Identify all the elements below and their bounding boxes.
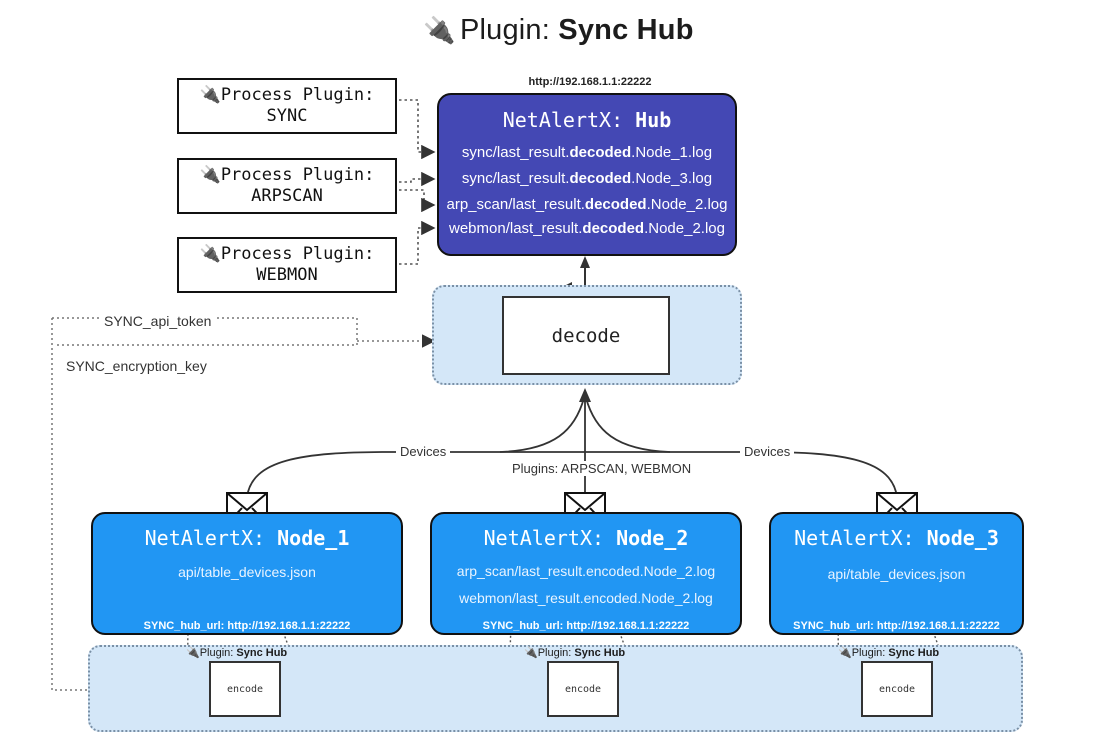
node-3-line-1: api/table_devices.json [827,566,966,582]
node-box-node-3[interactable] [769,512,1024,635]
hub-log-1-post: .Node_1.log [631,144,713,161]
sync-encryption-key-label: SYNC_encryption_key [62,358,211,374]
node-2-line-2: webmon/last_result.encoded.Node_2.log [459,590,713,606]
process-plugin-webmon-label: Process Plugin: [220,243,375,264]
hub-log-2-pre: sync/last_result. [461,170,570,187]
process-plugin-sync-name: SYNC [266,106,308,126]
process-plugin-arpscan[interactable]: 🔌Process Plugin: ARPSCAN [177,158,397,214]
page-title: 🔌Plugin: Sync Hub [0,14,1117,47]
hub-log-4-post: .Node_2.log [644,220,725,237]
encode-2-caption: 🔌Plugin: Sync Hub [524,646,625,659]
node-box-node-1[interactable] [91,512,403,635]
hub-log-3-post: .Node_2.log [646,196,728,213]
encode-3-caption: 🔌Plugin: Sync Hub [838,646,939,659]
process-plugin-arpscan-name: ARPSCAN [251,186,323,206]
hub-title-name: Hub [635,108,672,132]
plug-icon: 🔌 [838,647,852,659]
node-3-title: NetAlertX: Node_3 [769,526,1024,550]
plug-icon: 🔌 [199,164,221,185]
node-1-title-name: Node_1 [277,526,350,550]
hub-log-4-mid: decoded [582,220,645,237]
hub-url-label: http://192.168.1.1:22222 [528,76,652,88]
encode-2-caption-name: Sync Hub [574,647,626,659]
hub-log-3-mid: decoded [584,196,647,213]
encode-box-node-3[interactable]: encode [861,661,933,717]
node-2-title-prefix: NetAlertX: [483,526,605,550]
node-1-hub-url: SYNC_hub_url: http://192.168.1.1:22222 [143,620,351,632]
process-plugin-arpscan-label: Process Plugin: [220,164,375,185]
node-2-title-name: Node_2 [616,526,689,550]
encode-1-caption-prefix: Plugin: [199,647,234,659]
flow-label-devices-left: Devices [396,444,451,459]
encode-box-node-2[interactable]: encode [547,661,619,717]
encode-3-caption-name: Sync Hub [888,647,940,659]
encode-2-caption-prefix: Plugin: [537,647,572,659]
node-3-title-name: Node_3 [926,526,999,550]
hub-log-1-pre: sync/last_result. [461,144,570,161]
node-1-title-prefix: NetAlertX: [144,526,266,550]
hub-log-line-4: webmon/last_result.decoded.Node_2.log [437,220,737,237]
hub-log-line-2: sync/last_result.decoded.Node_3.log [437,170,737,187]
hub-log-4-pre: webmon/last_result. [449,220,583,237]
plug-icon: 🔌 [199,243,221,264]
flow-label-plugins: Plugins: ARPSCAN, WEBMON [508,461,696,476]
plug-icon: 🔌 [199,84,221,105]
node-1-line-1: api/table_devices.json [178,564,316,580]
encode-box-node-1[interactable]: encode [209,661,281,717]
hub-log-3-pre: arp_scan/last_result. [446,196,585,213]
hub-log-2-mid: decoded [569,170,632,187]
hub-log-line-3: arp_scan/last_result.decoded.Node_2.log [437,196,737,213]
plug-icon: 🔌 [186,647,200,659]
node-box-node-2[interactable] [430,512,742,635]
hub-title: NetAlertX: Hub [437,108,737,132]
process-plugin-sync[interactable]: 🔌Process Plugin: SYNC [177,78,397,134]
sync-api-token-label: SYNC_api_token [100,313,216,329]
hub-title-prefix: NetAlertX: [502,108,624,132]
flow-label-devices-right: Devices [740,444,795,459]
hub-log-2-post: .Node_3.log [631,170,713,187]
node-2-title: NetAlertX: Node_2 [430,526,742,550]
page-title-prefix: Plugin: [459,14,551,46]
hub-log-line-1: sync/last_result.decoded.Node_1.log [437,144,737,161]
node-2-line-1: arp_scan/last_result.encoded.Node_2.log [456,563,716,579]
node-2-hub-url: SYNC_hub_url: http://192.168.1.1:22222 [482,620,690,632]
encode-3-caption-prefix: Plugin: [851,647,886,659]
plug-icon: 🔌 [524,647,538,659]
process-plugin-webmon-name: WEBMON [256,265,318,285]
hub-log-1-mid: decoded [569,144,632,161]
encode-1-caption-name: Sync Hub [236,647,288,659]
encode-1-caption: 🔌Plugin: Sync Hub [186,646,287,659]
node-3-hub-url: SYNC_hub_url: http://192.168.1.1:22222 [793,620,1000,632]
process-plugin-webmon[interactable]: 🔌Process Plugin: WEBMON [177,237,397,293]
plug-icon: 🔌 [423,15,456,45]
page-title-name: Sync Hub [558,14,694,46]
hub-node-box[interactable] [437,93,737,256]
node-1-title: NetAlertX: Node_1 [91,526,403,550]
node-3-title-prefix: NetAlertX: [794,526,915,550]
decode-box[interactable]: decode [502,296,670,375]
process-plugin-sync-label: Process Plugin: [220,84,375,105]
